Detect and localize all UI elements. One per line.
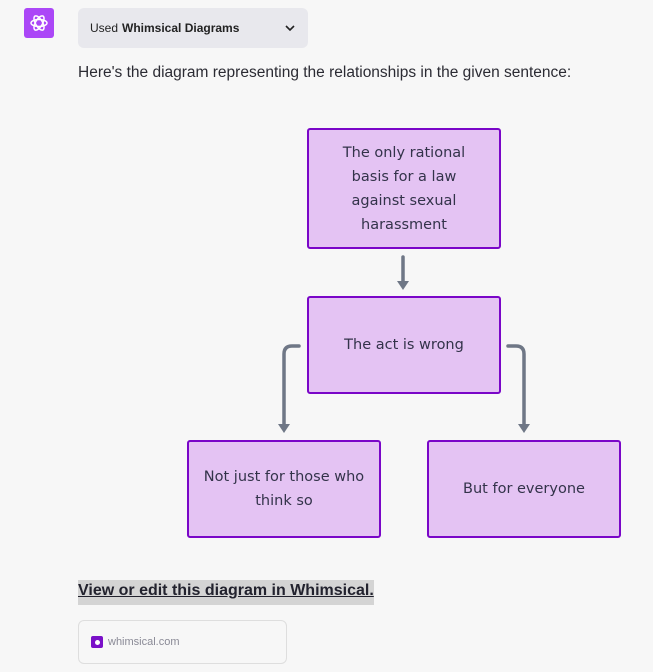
edge-wrong-notjust <box>282 344 301 426</box>
card-domain: whimsical.com <box>108 636 180 648</box>
node-for-everyone[interactable]: But for everyone <box>427 440 621 538</box>
whimsical-link-card[interactable]: whimsical.com <box>78 620 287 664</box>
edge-wrong-everyone <box>506 344 526 426</box>
chatgpt-avatar-icon <box>24 8 54 38</box>
plugin-usage-toggle[interactable]: Used Whimsical Diagrams <box>78 8 308 48</box>
arrowhead-icon <box>518 424 530 433</box>
arrowhead-icon <box>278 424 290 433</box>
whimsical-logo-icon <box>91 636 103 648</box>
node-not-just-for-those[interactable]: Not just for those who think so <box>187 440 381 538</box>
node-basis[interactable]: The only rational basis for a law agains… <box>307 128 501 249</box>
node-act-is-wrong[interactable]: The act is wrong <box>307 296 501 394</box>
whimsical-edit-link[interactable]: View or edit this diagram in Whimsical. <box>78 580 374 605</box>
used-prefix: Used <box>90 21 119 35</box>
arrowhead-icon <box>397 281 409 290</box>
chevron-down-icon <box>284 21 296 35</box>
plugin-name: Whimsical Diagrams <box>122 21 240 35</box>
intro-text: Here's the diagram representing the rela… <box>78 64 572 81</box>
